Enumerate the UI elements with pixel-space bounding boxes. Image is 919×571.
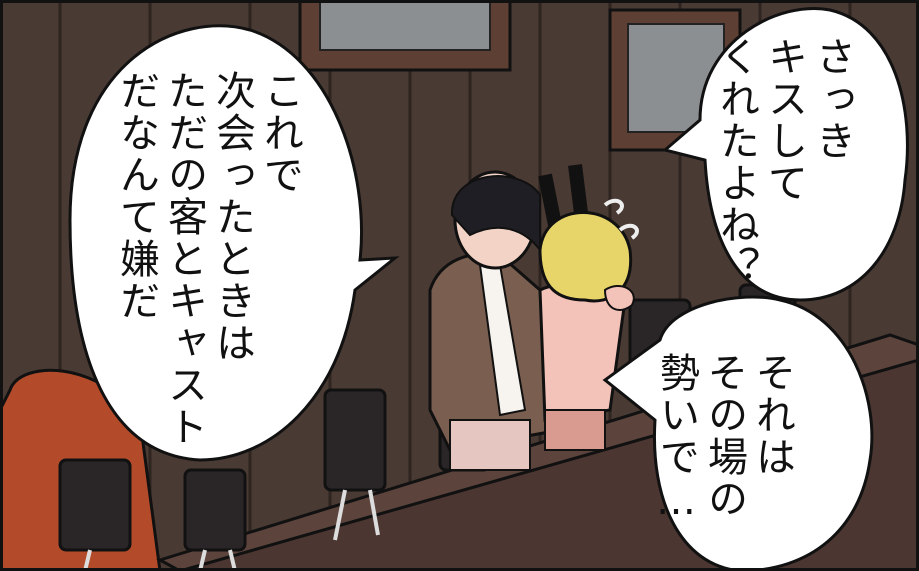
speech-bubble-bottom-right: [602, 295, 874, 571]
line: だなんて嫌だ: [113, 70, 159, 322]
line: それは: [749, 352, 795, 478]
speech-text-left: これで 次会ったときは ただの客とキャスト だなんて嫌だ: [112, 70, 304, 448]
line: くれたよね？: [713, 36, 759, 288]
woman-character: [538, 164, 635, 451]
line: さっき: [809, 36, 855, 162]
sweat-marks: [603, 198, 639, 240]
line: これで: [257, 70, 303, 196]
speech-text-top-right: さっき キスして くれたよね？: [712, 36, 856, 288]
line: その場の: [701, 352, 747, 520]
line: 次会ったときは: [209, 70, 255, 364]
stool-legs: [83, 489, 380, 571]
line: ただの客とキャスト: [161, 70, 207, 448]
line: 勢いで…: [653, 352, 699, 526]
line: キスして: [761, 36, 807, 204]
speech-bubble-top-right: [661, 7, 909, 302]
window-top-center: [298, 0, 512, 72]
speech-text-bottom-right: それは その場の 勢いで…: [652, 352, 796, 526]
speech-bubble-left: [68, 24, 400, 462]
